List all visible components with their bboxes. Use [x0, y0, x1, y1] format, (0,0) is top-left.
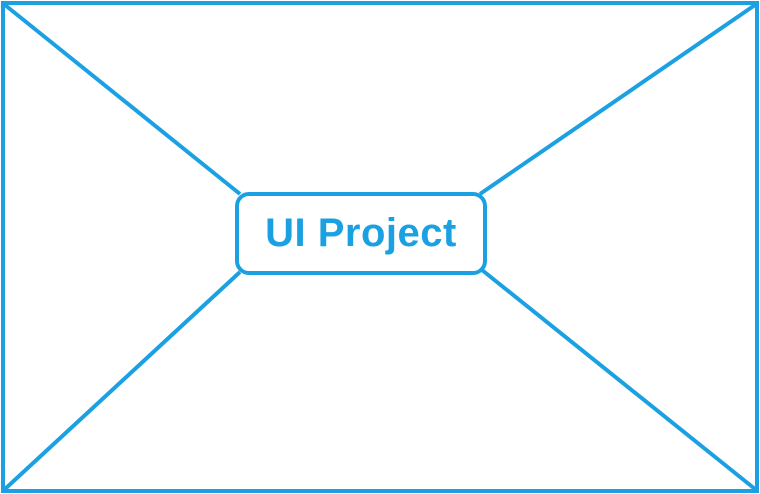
title-box: UI Project [235, 192, 487, 275]
page-title: UI Project [265, 211, 457, 255]
diagonal-bottom-left [3, 270, 242, 491]
diagonal-top-right [478, 3, 757, 196]
diagonal-bottom-right [480, 268, 757, 491]
diagonal-top-left [3, 3, 242, 196]
